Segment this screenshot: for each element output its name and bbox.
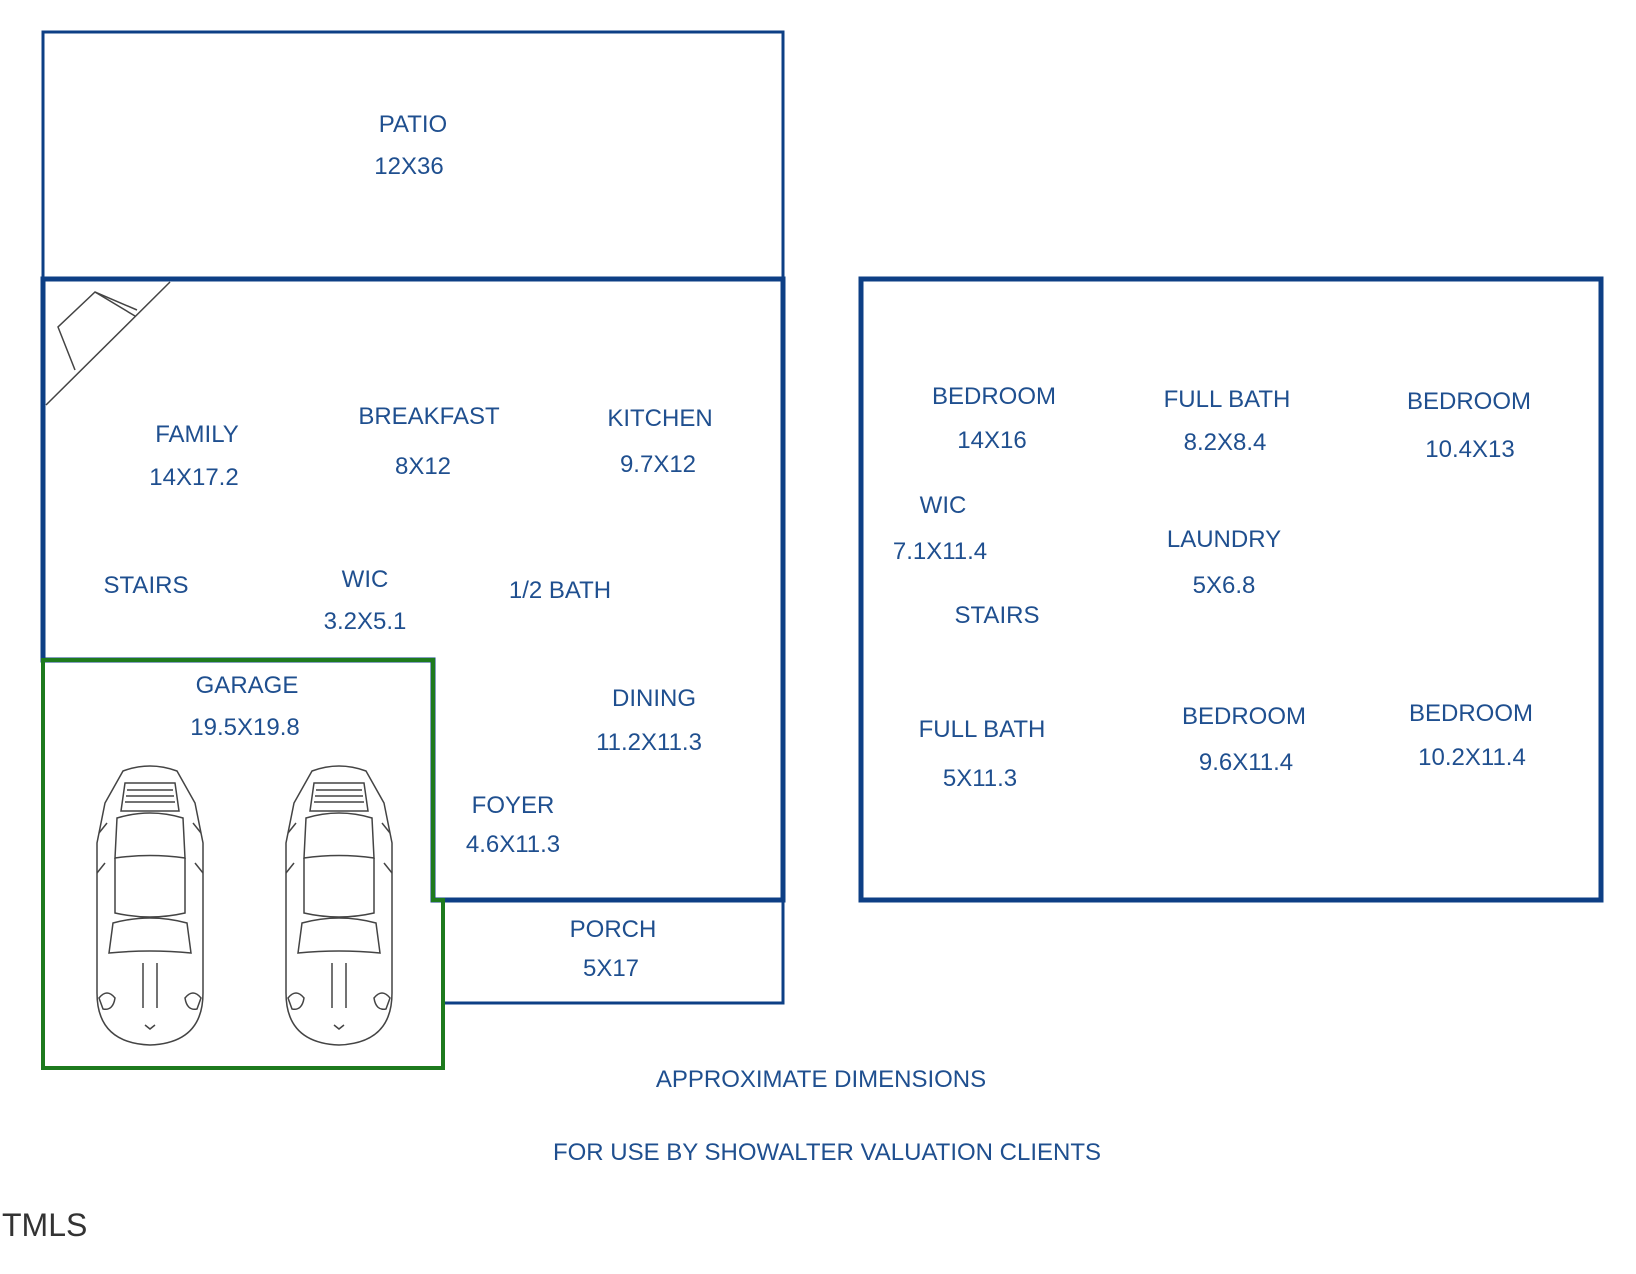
patio-dims: 12X36 <box>374 153 443 180</box>
bedroom-1-label: BEDROOM <box>932 383 1056 410</box>
kitchen-label: KITCHEN <box>607 405 712 432</box>
dining-label: DINING <box>612 685 696 712</box>
family-label: FAMILY <box>155 421 239 448</box>
laundry-dims: 5X6.8 <box>1193 572 1256 599</box>
car-icon <box>96 765 204 1046</box>
garage-dims: 19.5X19.8 <box>190 714 299 741</box>
laundry-label: LAUNDRY <box>1167 526 1281 553</box>
floor1-plan: PATIO 12X36 FAMILY 14X17.2 BREAKFAST 8X1… <box>40 30 786 1070</box>
stairs-2-label: STAIRS <box>955 602 1040 629</box>
patio-label: PATIO <box>379 111 447 138</box>
bedroom-2-dims: 10.4X13 <box>1425 436 1514 463</box>
foyer-dims: 4.6X11.3 <box>466 831 560 858</box>
car-icon <box>285 765 393 1046</box>
dining-dims: 11.2X11.3 <box>596 729 702 756</box>
bedroom-4-dims: 10.2X11.4 <box>1418 744 1526 771</box>
mls-watermark: TMLS <box>2 1207 87 1243</box>
upper-floor-outline <box>858 276 1604 903</box>
full-bath-1-label: FULL BATH <box>1164 386 1291 413</box>
full-bath-2-dims: 5X11.3 <box>943 765 1017 792</box>
usage-note: FOR USE BY SHOWALTER VALUATION CLIENTS <box>553 1139 1101 1166</box>
fireplace-icon <box>45 281 171 406</box>
breakfast-label: BREAKFAST <box>358 403 500 430</box>
full-bath-1-dims: 8.2X8.4 <box>1184 429 1267 456</box>
kitchen-dims: 9.7X12 <box>620 451 696 478</box>
porch-label: PORCH <box>570 916 657 943</box>
wic-dims: 3.2X5.1 <box>324 608 407 635</box>
wic-2-label: WIC <box>920 492 967 519</box>
wic-2-dims: 7.1X11.4 <box>893 538 987 565</box>
foyer-label: FOYER <box>472 792 555 819</box>
bedroom-3-label: BEDROOM <box>1182 703 1306 730</box>
half-bath-label: 1/2 BATH <box>509 577 611 604</box>
bedroom-4-label: BEDROOM <box>1409 700 1533 727</box>
garage-label: GARAGE <box>196 672 299 699</box>
porch-outline <box>443 898 785 1005</box>
breakfast-dims: 8X12 <box>395 453 451 480</box>
bedroom-2-label: BEDROOM <box>1407 388 1531 415</box>
family-dims: 14X17.2 <box>149 464 238 491</box>
bedroom-3-dims: 9.6X11.4 <box>1199 749 1293 776</box>
stairs-label: STAIRS <box>104 572 189 599</box>
porch-dims: 5X17 <box>583 955 639 982</box>
approximate-dimensions-note: APPROXIMATE DIMENSIONS <box>656 1066 986 1093</box>
floor2-plan: BEDROOM 14X16 FULL BATH 8.2X8.4 BEDROOM … <box>858 276 1604 903</box>
bedroom-1-dims: 14X16 <box>957 427 1026 454</box>
garage-outline <box>41 658 445 1070</box>
wic-label: WIC <box>342 566 389 593</box>
full-bath-2-label: FULL BATH <box>919 716 1046 743</box>
